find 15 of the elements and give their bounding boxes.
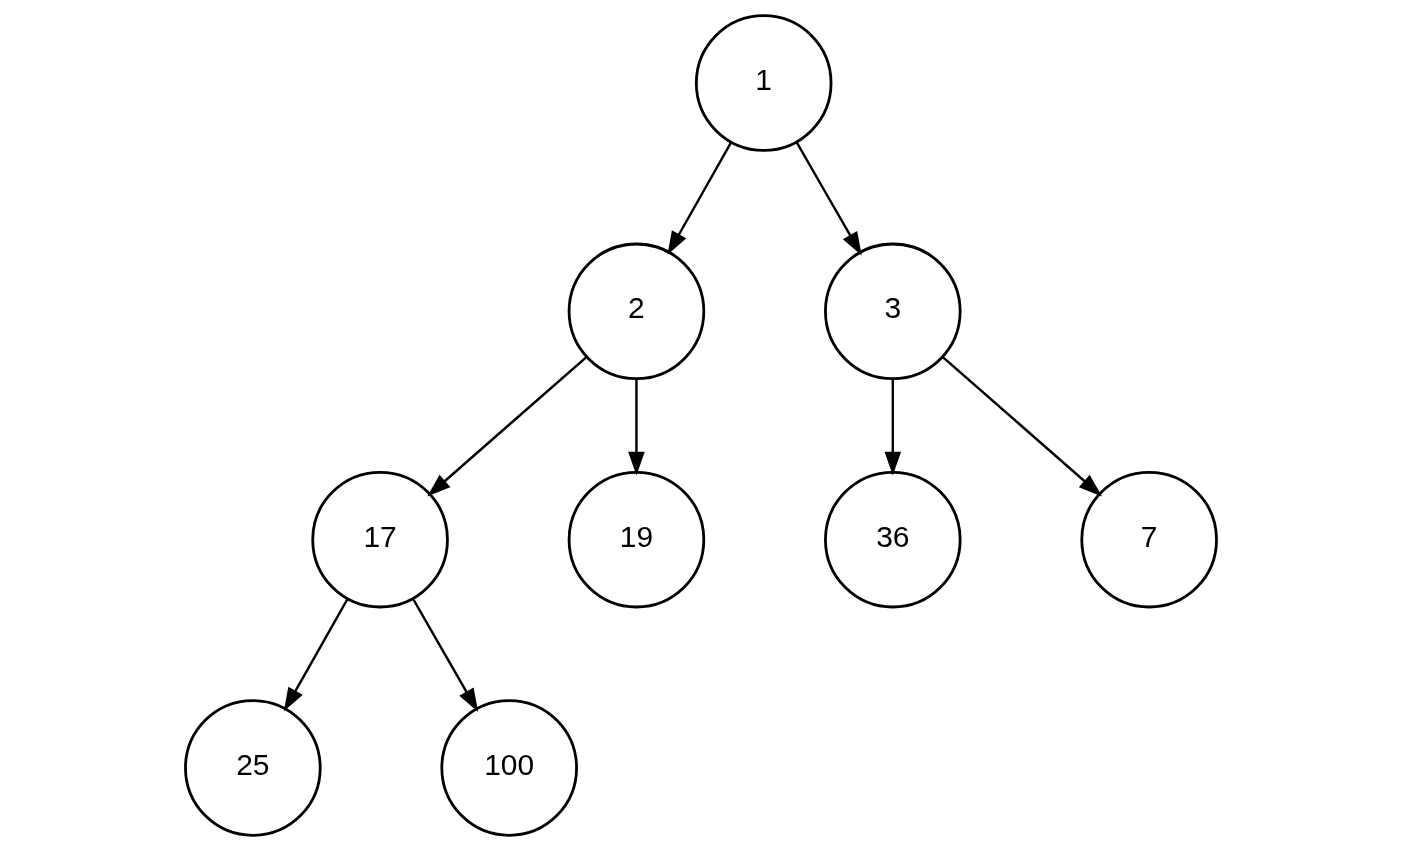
- arrow: [283, 598, 349, 712]
- node-circle: 36: [823, 470, 962, 609]
- node-circle: 19: [567, 470, 705, 609]
- node-circle: 2: [567, 242, 705, 381]
- node-circle: 3: [823, 242, 962, 381]
- arrow: [666, 141, 732, 255]
- node-circle: 25: [183, 699, 322, 837]
- arrow: [411, 598, 478, 713]
- node-circle: 1: [694, 14, 832, 152]
- arrow: [941, 356, 1102, 497]
- node-circle: 100: [439, 699, 578, 837]
- arrow: [884, 378, 901, 476]
- arrow: [795, 141, 862, 256]
- arrow: [627, 378, 645, 476]
- arrow: [426, 356, 587, 497]
